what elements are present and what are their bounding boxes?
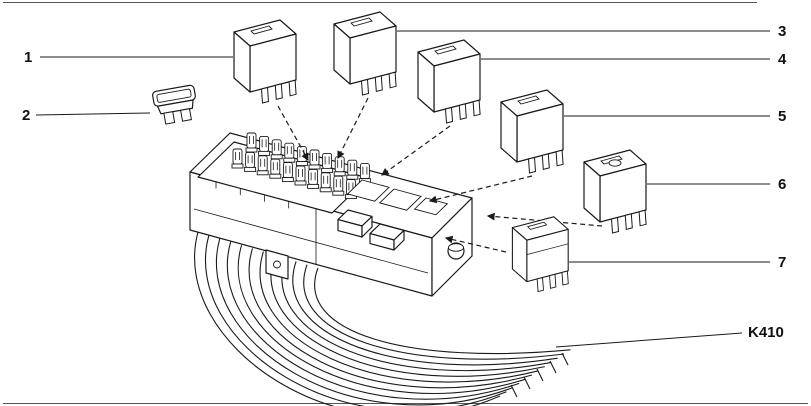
round-knob — [447, 242, 465, 260]
relay-socket — [346, 179, 390, 202]
harness-wire — [248, 248, 533, 389]
box-fuse-icon — [256, 155, 269, 176]
relay-1-illustration — [233, 19, 297, 104]
callout-label-6: 6 — [778, 176, 786, 193]
fuse-relay-box — [189, 132, 473, 297]
arrow-relay-3 — [337, 97, 369, 160]
relay-7-illustration — [511, 216, 569, 293]
relay-4-illustration — [417, 39, 481, 124]
callout-label-5: 5 — [778, 108, 786, 125]
box-fuse-icon — [269, 158, 282, 179]
callout-label-4: 4 — [778, 51, 787, 68]
arrow-relay-1 — [277, 105, 309, 162]
callout-leaders — [35, 30, 770, 348]
harness-wire — [194, 231, 501, 406]
box-fuse-icon — [270, 139, 283, 160]
box-fuse-icon — [283, 142, 296, 163]
leader-k410 — [555, 332, 743, 348]
relay-3-illustration — [333, 11, 397, 96]
harness-wire — [215, 238, 513, 406]
mounting-tab — [265, 249, 289, 280]
box-fuse-icon — [258, 135, 271, 156]
callout-label-1: 1 — [24, 49, 32, 66]
plugged-component-block — [369, 223, 405, 251]
box-fuse-icon — [281, 162, 294, 183]
box-fuse-icon — [245, 132, 258, 153]
harness-cut-hatching — [510, 352, 569, 398]
box-fuse-icon — [308, 149, 321, 170]
harness-wire — [314, 267, 571, 355]
relay-6-illustration — [583, 149, 647, 234]
leader-2 — [35, 112, 151, 116]
arrow-relay-7 — [444, 235, 507, 253]
relay-5-illustration — [500, 89, 564, 174]
harness-wire — [204, 235, 507, 406]
box-fuse-icon — [321, 152, 334, 173]
relay-sockets — [346, 179, 449, 216]
part-code-label: K410 — [748, 324, 784, 341]
callout-label-3: 3 — [778, 23, 786, 40]
callout-label-7: 7 — [778, 254, 786, 271]
harness-wire — [303, 264, 565, 360]
box-fuse-icon — [358, 163, 371, 184]
wiring-harness — [194, 231, 571, 406]
plugged-component-block — [337, 209, 373, 238]
harness-wire — [237, 244, 526, 394]
box-fuse-icon — [319, 172, 332, 193]
callout-label-2: 2 — [22, 107, 30, 124]
box-fuse-icon — [231, 148, 244, 169]
harness-wire — [270, 254, 545, 377]
fusebox-front-detail-line — [193, 208, 429, 274]
box-fuse-icon — [244, 151, 257, 172]
box-fuse-icon — [295, 146, 308, 167]
harness-wire — [226, 241, 520, 400]
relay-socket — [378, 188, 422, 211]
box-fuse-icon — [332, 175, 345, 196]
arrow-relay-6 — [486, 212, 603, 227]
box-fuse-icon — [307, 168, 320, 189]
harness-wire — [292, 261, 558, 366]
blade-fuse-illustration — [152, 84, 196, 125]
harness-wire — [259, 251, 539, 383]
arrow-relay-5 — [428, 175, 533, 204]
insertion-arrows — [277, 97, 603, 253]
arrow-relay-4 — [381, 125, 451, 176]
relay-7-band-line — [526, 243, 569, 255]
relay-socket — [413, 197, 449, 216]
harness-wire — [281, 258, 552, 372]
box-fuse-icon — [346, 159, 359, 180]
box-fuse-icon — [333, 156, 346, 177]
box-fuse-icon — [294, 165, 307, 186]
relay-6-top-marking — [608, 159, 622, 167]
